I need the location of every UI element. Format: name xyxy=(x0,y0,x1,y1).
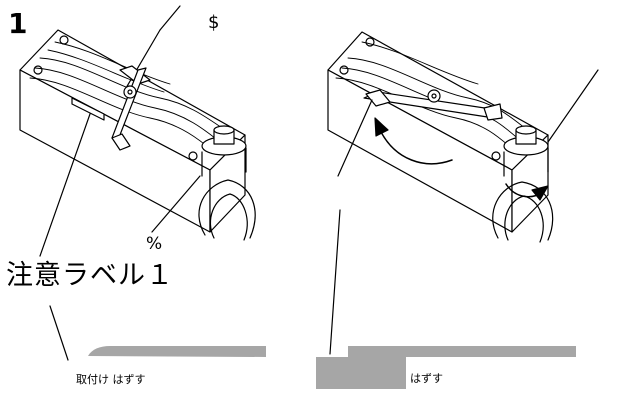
left-leader-label xyxy=(39,113,91,257)
left-lever xyxy=(111,29,161,151)
left-device xyxy=(19,29,256,241)
rotate-arrowhead xyxy=(374,117,389,137)
right-device xyxy=(327,31,554,243)
caution-label-text: 注意ラベル１ xyxy=(6,260,174,291)
right-leader-caption xyxy=(329,209,341,355)
left-leader-percent xyxy=(151,175,201,233)
right-lever xyxy=(363,89,503,121)
left-top-ribs xyxy=(29,41,229,153)
right-knob xyxy=(503,125,549,177)
right-grey-bar xyxy=(348,346,576,357)
right-leader-lever xyxy=(337,99,373,177)
dollar-callout: $ xyxy=(208,12,220,33)
caption-left: 取付け はずす xyxy=(76,373,146,386)
percent-callout: % xyxy=(146,234,163,254)
left-grey-bar xyxy=(88,346,266,357)
left-knob xyxy=(201,125,247,177)
caption-right: はずす xyxy=(410,372,443,385)
right-screw-1 xyxy=(339,65,349,75)
left-screw-1 xyxy=(33,65,43,75)
left-label-window xyxy=(71,97,105,121)
left-leader-dollar xyxy=(159,5,181,31)
left-screw-2 xyxy=(59,35,69,45)
right-screw-3 xyxy=(491,151,501,161)
right-grey-block xyxy=(316,357,406,389)
left-screw-3 xyxy=(188,151,198,161)
right-hanger xyxy=(492,181,554,241)
right-leader-knob xyxy=(547,69,599,143)
left-leader-caption xyxy=(49,305,69,361)
right-screw-2 xyxy=(365,37,375,47)
right-top-ribs xyxy=(335,41,531,153)
step-number: 1 xyxy=(8,7,28,40)
rotate-arrow xyxy=(379,129,453,165)
left-hanger xyxy=(198,179,256,239)
